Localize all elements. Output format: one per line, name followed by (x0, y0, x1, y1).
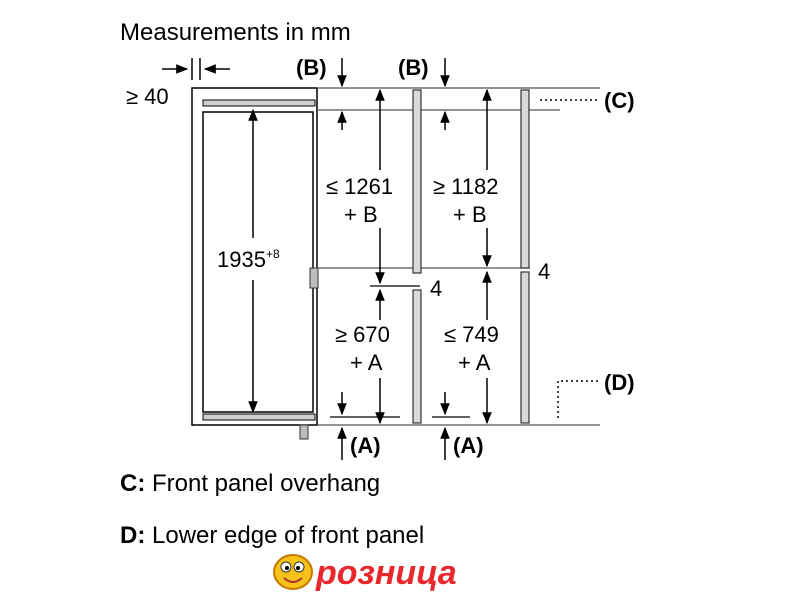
b-marker-right: (B) (398, 55, 450, 88)
right-upper-dimension: ≥ 1182 + B (433, 88, 499, 268)
diagram-title: Measurements in mm (120, 19, 351, 46)
svg-text:+ A: + A (350, 350, 383, 375)
left-upper-dimension: ≤ 1261 + B (326, 88, 420, 287)
svg-text:≤ 1261: ≤ 1261 (326, 174, 393, 199)
svg-text:≤ 749: ≤ 749 (444, 322, 499, 347)
height-tolerance: +8 (266, 247, 280, 261)
height-dimension: 1935+8 (217, 108, 280, 414)
gap-label-right: 4 (538, 259, 550, 284)
svg-text:(B): (B) (296, 55, 327, 80)
legend-front-panel-overhang: C: Front panel overhang (120, 470, 381, 497)
svg-text:(D): (D) (604, 370, 635, 395)
svg-text:+ A: + A (458, 350, 491, 375)
svg-text:(A): (A) (350, 433, 381, 458)
store-logo-text: розница (315, 554, 457, 592)
left-lower-dimension: ≥ 670 + A (330, 288, 400, 425)
svg-text:(B): (B) (398, 55, 429, 80)
right-lower-dimension: ≤ 749 + A (432, 270, 499, 425)
a-marker-right: (A) (440, 426, 484, 460)
c-marker: (C) (540, 88, 635, 113)
svg-text:≥ 1182: ≥ 1182 (433, 174, 499, 199)
svg-text:(C): (C) (604, 88, 635, 113)
b-marker-left: (B) (296, 55, 347, 88)
door-panel-left (412, 89, 422, 424)
svg-text:(A): (A) (453, 433, 484, 458)
fridge-body (191, 87, 319, 440)
svg-text:≥ 670: ≥ 670 (335, 322, 390, 347)
svg-text:+ B: + B (344, 202, 378, 227)
d-marker: (D) (557, 370, 635, 418)
store-logo-watermark: розница (273, 553, 457, 593)
a-marker-left: (A) (337, 426, 381, 460)
door-panel-right (520, 89, 530, 424)
top-gap-dimension: ≥ 40 (126, 58, 230, 109)
reference-lines (317, 87, 600, 426)
height-label: 1935+8 (217, 247, 280, 272)
mascot-icon (273, 554, 313, 590)
gap-label-left: 4 (430, 276, 442, 301)
top-gap-label: ≥ 40 (126, 84, 169, 109)
svg-text:+ B: + B (453, 202, 487, 227)
legend-lower-edge: D: Lower edge of front panel (120, 522, 425, 549)
